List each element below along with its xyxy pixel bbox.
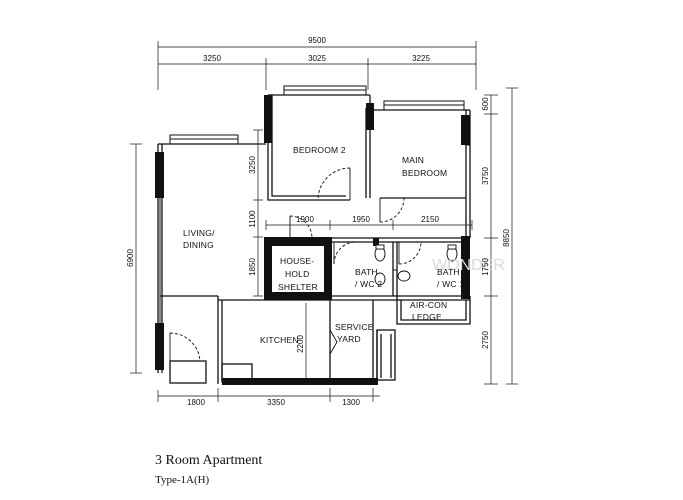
- dim-inner-v-2: 1100: [248, 210, 257, 228]
- dim-right-2: 3750: [481, 167, 490, 185]
- basin-wc2: [374, 272, 386, 286]
- basin-wc1: [397, 270, 411, 282]
- label-bedroom-2: BEDROOM 2: [293, 145, 346, 155]
- label-main-bedroom-2: BEDROOM: [402, 168, 447, 178]
- dim-top-2: 3025: [308, 54, 326, 63]
- walls: [155, 85, 471, 385]
- label-shelter-2: HOLD: [285, 269, 309, 279]
- dim-bottom-3: 1300: [342, 398, 360, 407]
- dim-right-total: 8850: [502, 229, 511, 247]
- plan-title: 3 Room Apartment: [155, 453, 263, 468]
- plan-subtitle: Type-1A(H): [155, 474, 210, 486]
- label-aircon-2: LEDGE: [412, 312, 442, 322]
- label-kitchen: KITCHEN: [260, 335, 299, 345]
- room-labels: BEDROOM 2 MAIN BEDROOM LIVING/ DINING HO…: [183, 145, 464, 345]
- dim-left-total: 6900: [126, 249, 135, 267]
- dim-inner-h-1: 1900: [296, 215, 314, 224]
- label-shelter-3: SHELTER: [278, 282, 318, 292]
- dim-inner-h-3: 2150: [421, 215, 439, 224]
- dim-overall-width: 9500: [308, 36, 326, 45]
- dim-top-3: 3225: [412, 54, 430, 63]
- label-service-yard-1: SERVICE: [335, 322, 374, 332]
- dim-right-4: 2750: [481, 331, 490, 349]
- dim-right-1: 600: [481, 97, 490, 111]
- dim-bottom-1: 1800: [187, 398, 205, 407]
- label-service-yard-2: YARD: [337, 334, 361, 344]
- dimension-labels: 9500 3250 3025 3225 600 3750 1750 2750 8…: [126, 36, 511, 407]
- label-shelter-1: HOUSE-: [280, 256, 314, 266]
- label-bath-wc1-1: BATH: [437, 267, 460, 277]
- sanitary-fixtures: [374, 244, 458, 286]
- watermark: WONDER: [432, 257, 505, 274]
- doors: [169, 167, 422, 362]
- dim-kitchen-v: 2200: [296, 335, 305, 353]
- dim-inner-v-1: 3250: [248, 156, 257, 174]
- dim-inner-h-2: 1950: [352, 215, 370, 224]
- label-bath-wc2-2: / WC 2: [355, 279, 382, 289]
- label-living-1: LIVING/: [183, 228, 215, 238]
- dim-top-1: 3250: [203, 54, 221, 63]
- label-bath-wc1-2: / WC 1: [437, 279, 464, 289]
- dim-inner-v-3: 1850: [248, 258, 257, 276]
- dimension-lines: [130, 41, 518, 402]
- label-aircon-1: AIR-CON: [410, 300, 447, 310]
- label-bath-wc2-1: BATH: [355, 267, 378, 277]
- label-main-bedroom-1: MAIN: [402, 155, 424, 165]
- label-living-2: DINING: [183, 240, 214, 250]
- dim-bottom-2: 3350: [267, 398, 285, 407]
- dim-right-3: 1750: [481, 258, 490, 276]
